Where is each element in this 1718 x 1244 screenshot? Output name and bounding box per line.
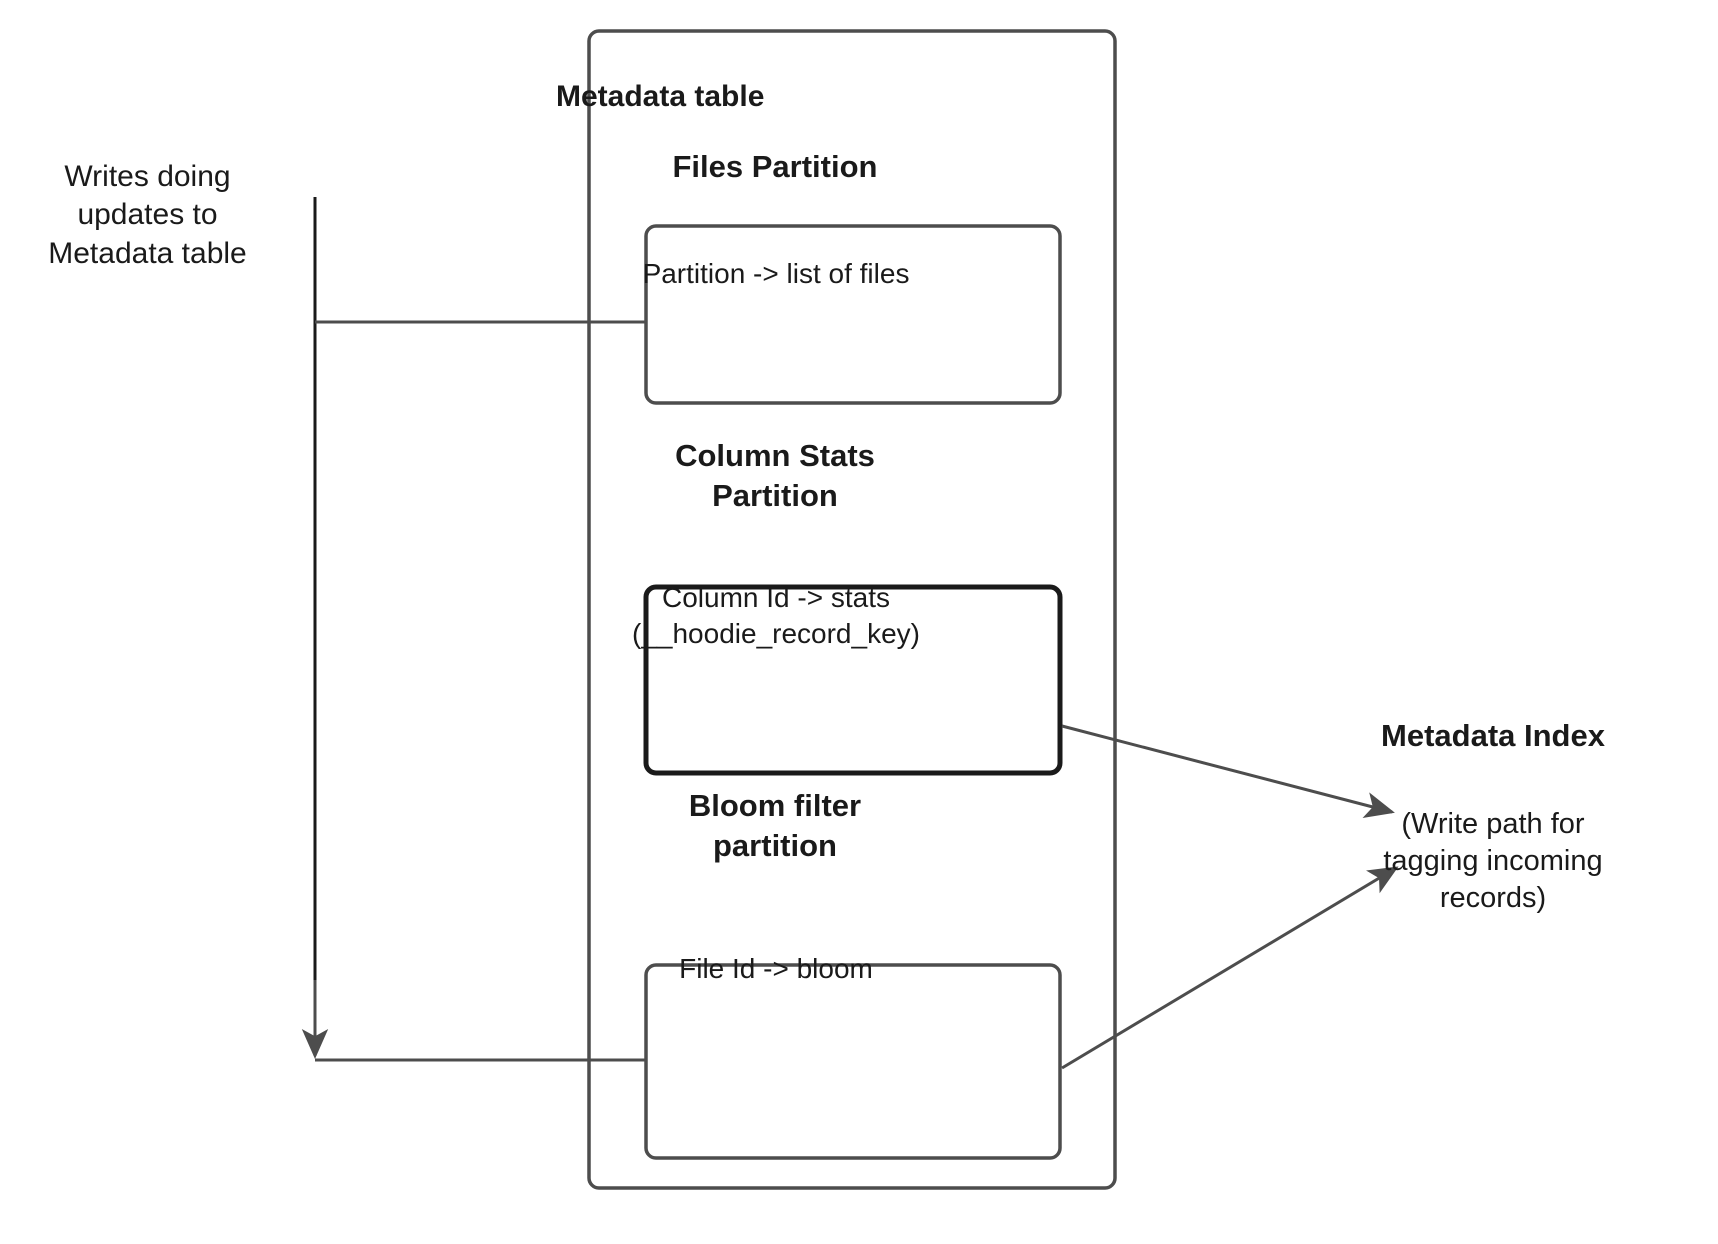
column-stats-partition-box-text: Column Id -> stats (__hoodie_record_key) xyxy=(632,582,920,649)
column-stats-partition-box xyxy=(643,584,1063,776)
metadata-table-container xyxy=(587,29,1117,1190)
bloom-filter-partition-heading: Bloom filter partition xyxy=(688,788,862,863)
bloom-filter-to-index-arrow xyxy=(1061,866,1399,1070)
bloom-filter-partition-box-text: File Id -> bloom xyxy=(679,953,873,984)
column-stats-partition-heading: Column Stats Partition xyxy=(675,438,875,513)
bloom-filter-partition-box xyxy=(644,963,1062,1160)
files-partition-box xyxy=(644,224,1062,405)
metadata-table-title: Metadata table xyxy=(556,80,765,113)
files-partition-box-text: Partition -> list of files xyxy=(642,258,910,289)
files-partition-heading: Files Partition xyxy=(672,149,878,184)
metadata-index-caption: (Write path for tagging incoming records… xyxy=(1383,808,1603,915)
metadata-index-title: Metadata Index xyxy=(1381,718,1605,753)
writes-annotation-label: Writes doing updates to Metadata table xyxy=(48,160,247,270)
column-stats-to-index-arrow xyxy=(1061,724,1395,818)
